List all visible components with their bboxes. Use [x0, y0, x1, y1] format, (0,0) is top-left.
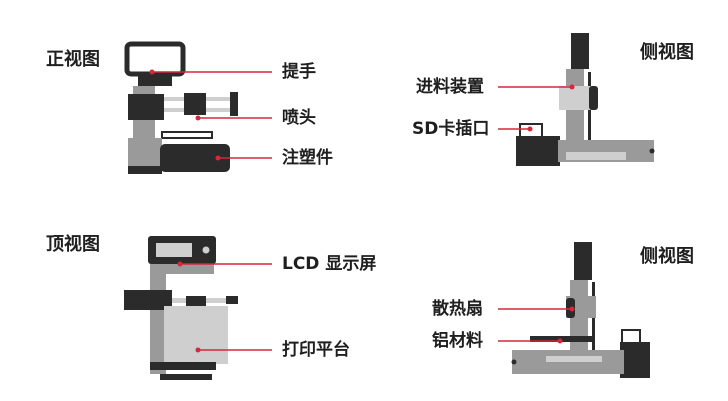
front-view-printer: [124, 41, 272, 174]
front-gantry-block: [128, 94, 164, 120]
label-sd-slot: SD卡插口: [412, 119, 490, 139]
label-feeder: 进料装置: [416, 77, 484, 97]
label-lcd: LCD 显示屏: [282, 254, 377, 274]
side-bottom-column: [570, 280, 588, 358]
side-top-base-block: [516, 136, 560, 166]
front-handle: [124, 41, 186, 77]
front-molded-part: [160, 144, 230, 172]
label-fan: 散热扇: [432, 299, 483, 319]
side-top-motor: [571, 33, 589, 69]
label-platform: 打印平台: [282, 340, 350, 360]
front-base-left: [128, 138, 162, 166]
side-top-feeder: [559, 86, 591, 110]
top-gantry-block: [124, 290, 172, 310]
side-view-title-bottom: 侧视图: [640, 246, 694, 267]
front-platform: [161, 131, 213, 139]
side-view-title-top: 侧视图: [640, 42, 694, 63]
side-view-top-printer: [498, 33, 655, 166]
front-view-title: 正视图: [46, 49, 100, 70]
front-base-foot: [128, 166, 162, 174]
top-view-title: 顶视图: [46, 234, 100, 255]
front-top-cap: [138, 74, 172, 86]
front-nozzle-carriage: [184, 93, 206, 115]
top-lcd-screen: [156, 243, 192, 257]
label-handle: 提手: [282, 62, 316, 82]
front-rod-endcap: [230, 92, 238, 116]
top-print-platform: [164, 306, 228, 364]
side-bottom-motor: [574, 242, 592, 280]
label-nozzle: 喷头: [282, 108, 316, 128]
top-frame-column: [150, 274, 166, 374]
label-molded-part: 注塑件: [282, 148, 333, 168]
label-aluminum: 铝材料: [432, 331, 483, 351]
side-view-bottom-printer: [498, 242, 650, 378]
top-view-printer: [124, 236, 272, 380]
